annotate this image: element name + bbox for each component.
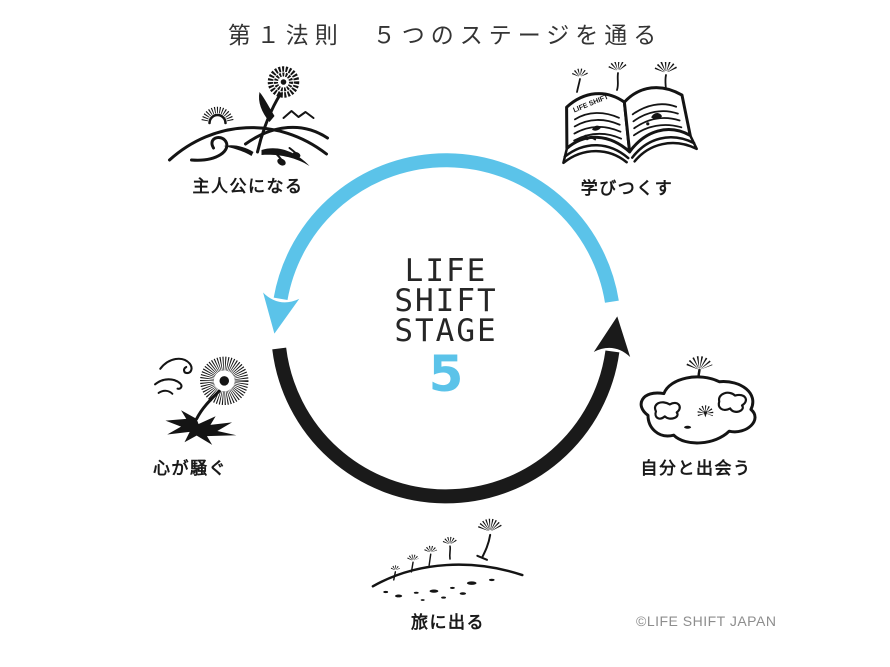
sprouting-seeds xyxy=(390,545,438,581)
ridge-zigzag xyxy=(282,110,315,119)
hill-line xyxy=(371,563,524,588)
hill-back xyxy=(244,125,329,146)
flower-head xyxy=(267,66,300,98)
copyright-text: ©LIFE SHIFT JAPAN xyxy=(636,613,777,629)
logo-line-1: LIFE xyxy=(404,253,488,289)
logo-line-3: STAGE xyxy=(394,313,498,349)
land-patches xyxy=(653,391,747,420)
stage-label: 心が騒ぐ xyxy=(153,459,227,478)
ground-mark xyxy=(684,425,692,429)
open-book-icon: LIFE SHIFT xyxy=(562,62,698,165)
stage-label: 主人公になる xyxy=(192,177,304,196)
book-body: LIFE SHIFT xyxy=(562,86,698,165)
stage-label: 自分と出会う xyxy=(640,459,752,478)
page-decoration-blobs xyxy=(584,113,663,141)
airborne-seeds xyxy=(442,518,503,561)
stage-meet-yourself: 自分と出会う xyxy=(624,356,768,479)
puff-stem xyxy=(195,389,221,421)
pebbles xyxy=(383,578,495,601)
island-seed-icon xyxy=(639,356,757,445)
flower-stem xyxy=(256,92,282,154)
stage-label: 学びつくす xyxy=(580,179,674,198)
seed-parachute xyxy=(686,356,713,370)
stage-set-out-on-journey: 旅に出る xyxy=(350,514,546,633)
stage-heart-stirs: 心が騒ぐ xyxy=(140,348,280,479)
island-outline xyxy=(639,375,757,445)
stem-leaf xyxy=(258,92,275,122)
stage-number: 5 xyxy=(428,345,464,403)
sun-icon xyxy=(201,106,234,125)
base-leaves xyxy=(223,145,310,166)
ground-curl xyxy=(190,136,229,162)
hill-front xyxy=(168,126,328,162)
logo-line-2: SHIFT xyxy=(394,283,498,319)
center-logo: LIFE SHIFT STAGE 5 xyxy=(394,253,498,403)
page-title: 第１法則 ５つのステージを通る xyxy=(227,22,663,48)
jagged-leaves xyxy=(165,410,237,445)
stage-learn-fully: LIFE SHIFT 学びつくす xyxy=(552,62,702,199)
stage-become-protagonist: 主人公になる xyxy=(163,56,333,197)
bottom-arc-arrow xyxy=(272,316,631,504)
landing-tuft xyxy=(697,405,714,418)
flying-seeds-icon xyxy=(371,518,524,601)
top-arc-arrow xyxy=(263,153,619,334)
dandelion-puff-wind-icon xyxy=(154,356,249,445)
dandelion-flower-hill-icon xyxy=(168,66,329,166)
stage-label: 旅に出る xyxy=(411,613,485,632)
wind-swirl-icon xyxy=(154,357,193,395)
puffball xyxy=(200,356,249,406)
